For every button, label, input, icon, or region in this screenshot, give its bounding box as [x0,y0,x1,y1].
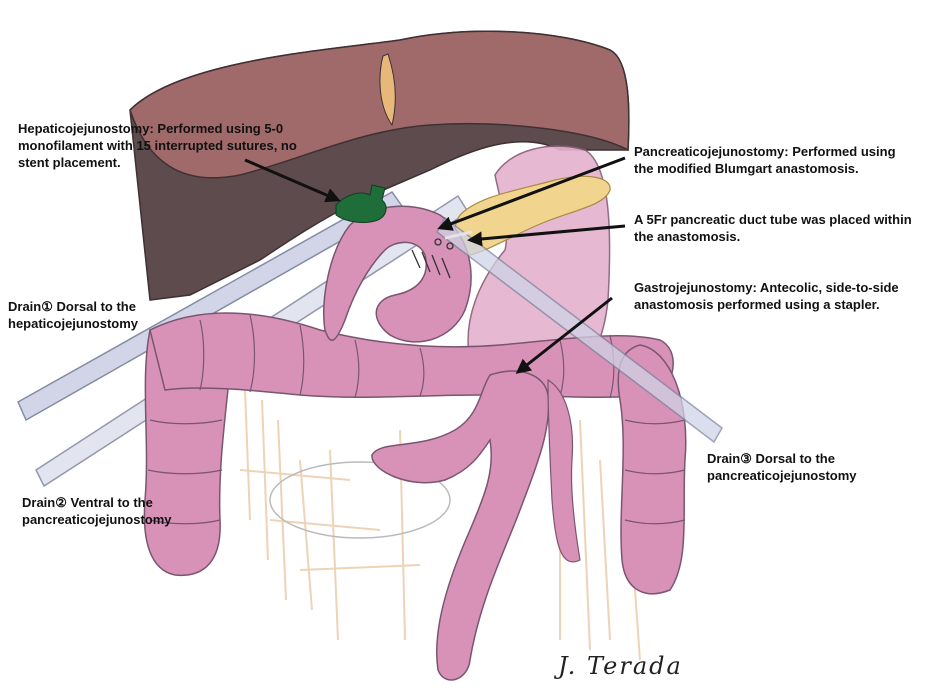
label-duct-tube: A 5Fr pancreatic duct tube was placed wi… [634,211,934,245]
label-gastrojejunostomy: Gastrojejunostomy: Antecolic, side-to-si… [634,279,934,313]
efferent-jejunum [372,371,549,680]
artist-signature: J. Terada [558,652,683,680]
label-hepaticojejunostomy: Hepaticojejunostomy: Performed using 5-0… [18,120,348,171]
afferent-jejunum [548,380,580,562]
label-pancreaticojejunostomy: Pancreaticojejunostomy: Performed using … [634,143,934,177]
label-drain-2: Drain② Ventral to the pancreaticojejunos… [22,494,242,528]
label-drain-1: Drain① Dorsal to the hepaticojejunostomy [8,298,208,332]
label-drain-3: Drain③ Dorsal to the pancreaticojejunost… [707,450,907,484]
